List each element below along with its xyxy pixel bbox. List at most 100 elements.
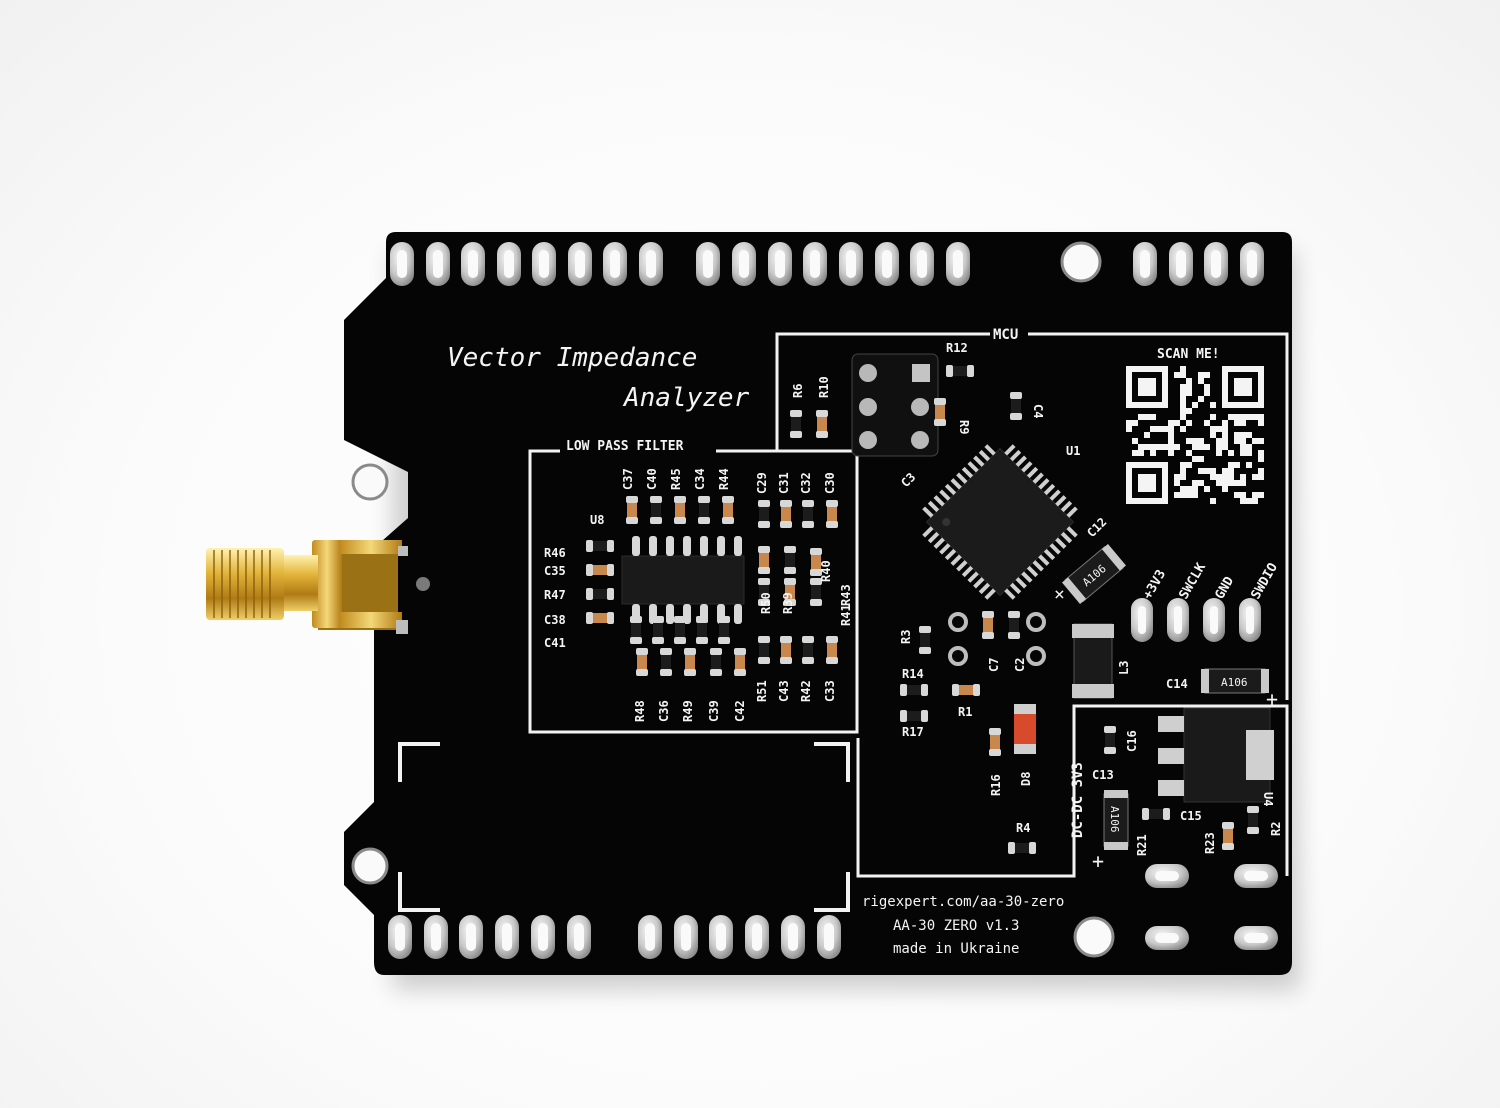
designator-label: C43 bbox=[777, 680, 791, 702]
designator-label: R1 bbox=[958, 705, 972, 719]
header-pad bbox=[638, 915, 662, 959]
qr-code: SCAN ME! bbox=[1126, 347, 1264, 504]
smd-component bbox=[734, 648, 746, 676]
smd-component bbox=[674, 496, 686, 524]
board-title-line1: Vector Impedance bbox=[447, 343, 697, 373]
power-pad bbox=[1234, 864, 1278, 888]
smd-component bbox=[802, 636, 814, 664]
smd-component bbox=[946, 365, 974, 377]
designator-label: C42 bbox=[733, 700, 747, 722]
smd-component bbox=[1222, 822, 1234, 850]
header-pad bbox=[803, 242, 827, 286]
smd-component bbox=[698, 496, 710, 524]
header-pad bbox=[531, 915, 555, 959]
header-pad bbox=[390, 242, 414, 286]
dcdc-label: DC-DC 3V3 bbox=[1070, 762, 1086, 838]
designator-label: R46 bbox=[544, 546, 566, 560]
designator-label: R43 bbox=[839, 584, 853, 606]
header-pad bbox=[674, 915, 698, 959]
header-pad bbox=[946, 242, 970, 286]
smd-component bbox=[626, 496, 638, 524]
smd-component bbox=[650, 496, 662, 524]
designator-label: C7 bbox=[987, 658, 1001, 672]
designator-label: C35 bbox=[544, 564, 566, 578]
mounting-holes bbox=[351, 241, 1115, 958]
header-pad bbox=[768, 242, 792, 286]
smd-component bbox=[1104, 726, 1116, 754]
designator-label: R9 bbox=[957, 420, 971, 434]
smd-component bbox=[780, 500, 792, 528]
header-pad bbox=[639, 242, 663, 286]
designator-label: R14 bbox=[902, 667, 924, 681]
designator-label: C33 bbox=[823, 680, 837, 702]
lpf-ic bbox=[621, 555, 745, 605]
designator-label: C34 bbox=[693, 468, 707, 490]
smd-component bbox=[696, 616, 708, 644]
header-pad bbox=[1169, 242, 1193, 286]
designator-label: R10 bbox=[817, 376, 831, 398]
header-pad bbox=[388, 915, 412, 959]
smd-component bbox=[722, 496, 734, 524]
smd-component bbox=[952, 684, 980, 696]
header-pad bbox=[910, 242, 934, 286]
svg-text:×: × bbox=[1054, 584, 1065, 605]
smd-component bbox=[900, 684, 928, 696]
smd-component bbox=[586, 612, 614, 624]
designator-label: C41 bbox=[544, 636, 566, 650]
smd-component bbox=[826, 636, 838, 664]
smd-component bbox=[758, 546, 770, 574]
header-pad bbox=[745, 915, 769, 959]
power-section: DC-DC 3V3 A106 A106 A106 bbox=[899, 543, 1283, 873]
smd-component bbox=[982, 611, 994, 639]
header-pad bbox=[461, 242, 485, 286]
mcu-label: MCU bbox=[993, 327, 1018, 343]
svg-text:+: + bbox=[1266, 687, 1278, 711]
smd-component bbox=[790, 410, 802, 438]
smd-component bbox=[802, 500, 814, 528]
power-pad bbox=[1234, 926, 1278, 950]
corner-brackets bbox=[398, 742, 850, 912]
designator-label: C38 bbox=[544, 613, 566, 627]
smd-component bbox=[826, 500, 838, 528]
smd-component bbox=[758, 636, 770, 664]
header-pad bbox=[495, 915, 519, 959]
designator-label: R12 bbox=[946, 341, 968, 355]
designator-label: R42 bbox=[799, 680, 813, 702]
header-pad bbox=[817, 915, 841, 959]
designator-label: C4 bbox=[1031, 404, 1045, 418]
header-pad bbox=[709, 915, 733, 959]
header-pad bbox=[568, 242, 592, 286]
smd-component bbox=[586, 588, 614, 600]
designator-label: D8 bbox=[1019, 772, 1033, 786]
designator-label: R2 bbox=[1269, 822, 1283, 836]
smd-component bbox=[934, 398, 946, 426]
designator-label: C31 bbox=[777, 472, 791, 494]
model-text: AA-30 ZERO v1.3 bbox=[893, 918, 1019, 934]
designator-label: R17 bbox=[902, 725, 924, 739]
svg-text:+: + bbox=[1092, 849, 1104, 873]
designator-label: R23 bbox=[1203, 832, 1217, 854]
designator-label: C29 bbox=[755, 472, 769, 494]
designator-label: C14 bbox=[1166, 677, 1188, 691]
website-text: rigexpert.com/aa-30-zero bbox=[862, 894, 1064, 910]
smd-component bbox=[1010, 392, 1022, 420]
designator-label: R41 bbox=[839, 604, 853, 626]
mcu-chip bbox=[922, 444, 1078, 600]
smd-component bbox=[758, 500, 770, 528]
smd-component bbox=[1247, 806, 1259, 834]
designator-label: R44 bbox=[717, 468, 731, 490]
board-title-line2: Analyzer bbox=[622, 383, 750, 413]
designator-label: R48 bbox=[633, 700, 647, 722]
lpf-label: LOW PASS FILTER bbox=[566, 439, 684, 454]
chip-marking-2: A106 bbox=[1221, 676, 1248, 689]
smd-component bbox=[784, 578, 796, 606]
smd-component bbox=[784, 546, 796, 574]
designator-label: R16 bbox=[989, 774, 1003, 796]
smd-component bbox=[780, 636, 792, 664]
designator-label: U1 bbox=[1066, 444, 1080, 458]
designator-label: R45 bbox=[669, 468, 683, 490]
